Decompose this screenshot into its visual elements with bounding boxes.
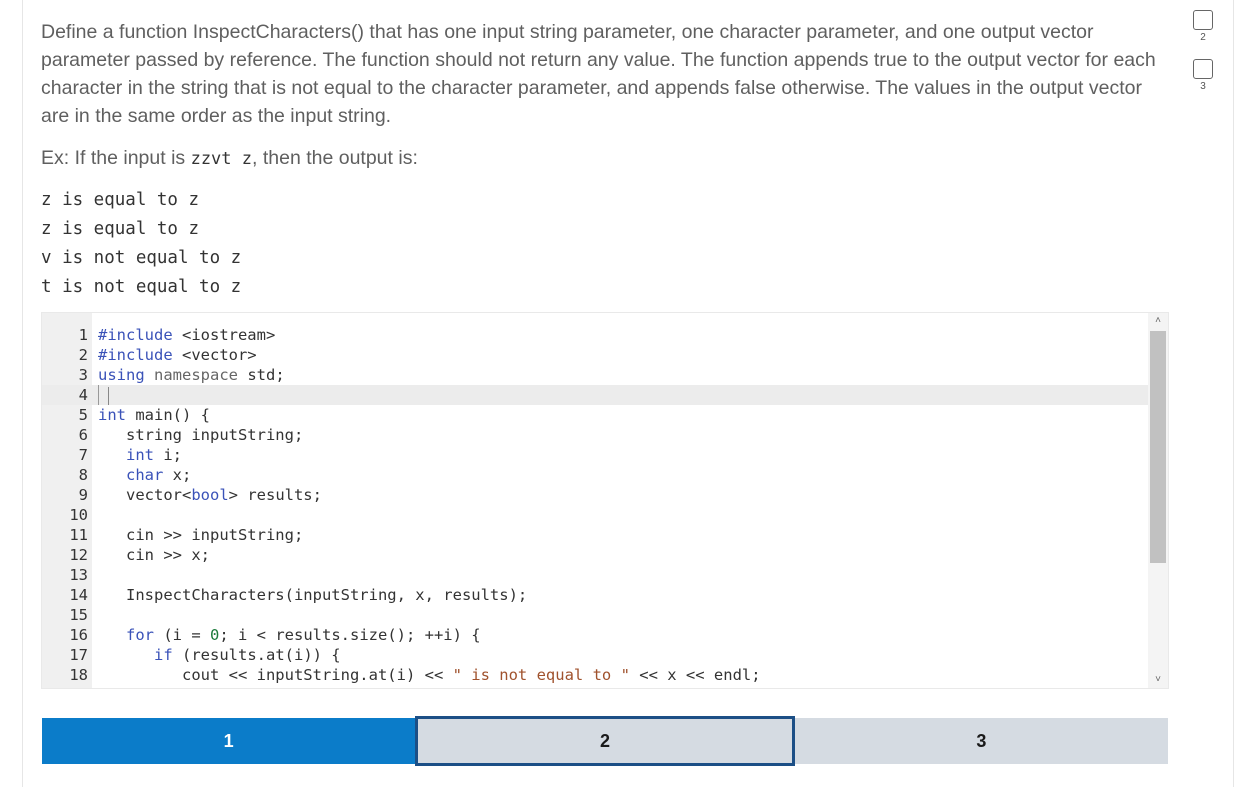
code-line[interactable]: 17 if (results.at(i)) {: [42, 645, 1148, 665]
output-line: t is not equal to z: [41, 277, 242, 297]
text-cursor: [108, 386, 110, 405]
line-number: 9: [78, 486, 88, 504]
output-line: z is equal to z: [41, 219, 200, 239]
code-line[interactable]: 13: [42, 565, 1148, 585]
code-text: InspectCharacters(inputString, x, result…: [98, 586, 528, 604]
check-number: 3: [1200, 81, 1206, 92]
step-1-button[interactable]: 1: [42, 718, 416, 764]
code-line[interactable]: 15: [42, 605, 1148, 625]
editor-scrollbar[interactable]: ˄ ˅: [1148, 313, 1168, 688]
example-suffix: , then the output is:: [252, 147, 418, 169]
code-line[interactable]: 10: [42, 505, 1148, 525]
code-text: cin >> x;: [98, 546, 210, 564]
scroll-down-icon[interactable]: ˅: [1155, 674, 1161, 685]
code-text: int i;: [126, 446, 182, 464]
line-number: 5: [78, 406, 88, 424]
code-line-active[interactable]: 4: [42, 385, 1148, 405]
step-2-button[interactable]: 2: [415, 716, 795, 766]
check-box-icon: [1193, 59, 1213, 79]
line-number: 14: [69, 586, 88, 604]
check-number: 2: [1200, 32, 1206, 43]
code-text: cin >> inputString;: [98, 526, 304, 544]
code-line[interactable]: 7 int i;: [42, 445, 1148, 465]
line-number: 3: [78, 366, 88, 384]
line-number: 15: [69, 606, 88, 624]
line-number: 8: [78, 466, 88, 484]
code-line[interactable]: 1 #include <iostream>: [42, 325, 1148, 345]
line-number: 17: [69, 646, 88, 664]
code-line[interactable]: 12 cin >> x;: [42, 545, 1148, 565]
output-line: z is equal to z: [41, 190, 200, 210]
code-text: [98, 385, 110, 405]
code-text: string inputString;: [98, 426, 304, 444]
code-line[interactable]: 8 char x;: [42, 465, 1148, 485]
line-number: 4: [78, 386, 88, 404]
code-text: for (i = 0; i < results.size(); ++i) {: [126, 626, 481, 644]
code-line[interactable]: 9 vector<bool> results;: [42, 485, 1148, 505]
code-line[interactable]: 11 cin >> inputString;: [42, 525, 1148, 545]
line-number: 12: [69, 546, 88, 564]
code-line[interactable]: 3 using namespace std;: [42, 365, 1148, 385]
line-number: 10: [69, 506, 88, 524]
line-number: 1: [78, 326, 88, 344]
problem-description: Define a function InspectCharacters() th…: [41, 21, 1156, 127]
example-prefix: Ex: If the input is: [41, 147, 191, 169]
line-number: 11: [69, 526, 88, 544]
code-text: cout << inputString.at(i) << " is not eq…: [98, 666, 761, 684]
code-line[interactable]: 2 #include <vector>: [42, 345, 1148, 365]
code-text: #include <iostream>: [98, 326, 276, 344]
code-line[interactable]: 14 InspectCharacters(inputString, x, res…: [42, 585, 1148, 605]
line-number: 18: [69, 666, 88, 684]
code-text: #include <vector>: [98, 346, 257, 364]
line-number: 16: [69, 626, 88, 644]
line-number: 7: [78, 446, 88, 464]
code-line[interactable]: 16 for (i = 0; i < results.size(); ++i) …: [42, 625, 1148, 645]
step-3-button[interactable]: 3: [794, 718, 1168, 764]
code-line[interactable]: 6 string inputString;: [42, 425, 1148, 445]
example-output: z is equal to z z is equal to z v is not…: [41, 186, 241, 302]
scroll-thumb[interactable]: [1150, 331, 1166, 563]
code-text: using namespace std;: [98, 366, 285, 384]
check-box-icon: [1193, 10, 1213, 30]
output-line: v is not equal to z: [41, 248, 242, 268]
line-number: 2: [78, 346, 88, 364]
code-editor[interactable]: 1#include <iostream> 2#include <vector> …: [42, 313, 1168, 688]
example-sentence: Ex: If the input is zzvt z, then the out…: [41, 144, 418, 173]
code-text: char x;: [126, 466, 192, 484]
code-text: vector<bool> results;: [98, 486, 322, 504]
scroll-up-icon[interactable]: ˄: [1155, 315, 1161, 326]
code-text: int main() {: [98, 406, 210, 424]
line-number: 13: [69, 566, 88, 584]
code-line[interactable]: 18 cout << inputString.at(i) << " is not…: [42, 665, 1148, 685]
line-number: 6: [78, 426, 88, 444]
progress-steps: 1 2 3: [42, 716, 1168, 766]
line-number-gutter: [42, 313, 92, 688]
completion-checks: 2 3: [1190, 10, 1220, 108]
code-text: if (results.at(i)) {: [154, 646, 341, 664]
code-line[interactable]: 5 int main() {: [42, 405, 1148, 425]
code-lines[interactable]: 1#include <iostream> 2#include <vector> …: [42, 325, 1148, 685]
example-input: zzvt z: [190, 149, 252, 169]
